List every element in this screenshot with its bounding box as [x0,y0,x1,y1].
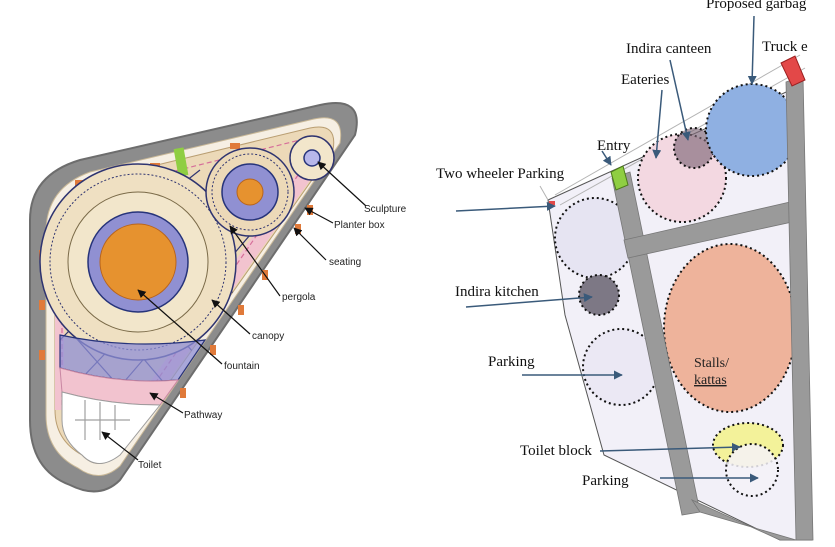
label-canopy: canopy [252,331,284,342]
right-red-truck-marker [780,55,806,87]
label-two-wheeler-parking: Two wheeler Parking [436,166,565,182]
label-parking-2: Parking [582,473,629,489]
label-pergola: pergola [282,292,316,303]
label-toilet-block: Toilet block [520,443,592,459]
sculpture-circle [289,135,335,181]
fountain-rings [39,163,237,361]
toilet-area [61,391,162,464]
label-indira-canteen: Indira canteen [626,41,712,57]
label-pathway: Pathway [184,410,222,421]
label-kattas: kattas [694,373,727,388]
left-site-plan: Sculpture Planter box seating pergola ca… [29,102,407,493]
zone-garbage [705,83,799,177]
zone-indira-kitchen [578,274,620,316]
left-green-entry-marker [173,147,189,177]
road-bottom [690,499,797,541]
right-roads [611,75,814,541]
zone-stalls [663,243,797,413]
label-truck-entry: Truck e [762,39,808,55]
right-arrows [455,15,759,483]
label-proposed-garbage: Proposed garbag [706,0,807,12]
right-small-red-mark [549,201,555,205]
label-eateries: Eateries [621,72,669,88]
label-planter-box: Planter box [334,220,385,231]
toilet-partitions [75,400,130,440]
label-sculpture: Sculpture [364,204,407,215]
left-leaders [101,161,367,461]
label-stalls: Stalls/ [694,356,729,371]
label-seating: seating [329,257,361,268]
middle-circle [205,147,295,237]
zone-parking-2 [725,443,779,497]
label-fountain: fountain [224,361,260,372]
right-green-entry-marker [610,165,629,191]
label-toilet: Toilet [138,460,162,471]
label-indira-kitchen: Indira kitchen [455,284,539,300]
label-parking-1: Parking [488,354,535,370]
right-site-plan: Proposed garbag Truck e Indira canteen E… [436,0,814,541]
label-entry: Entry [597,138,631,154]
